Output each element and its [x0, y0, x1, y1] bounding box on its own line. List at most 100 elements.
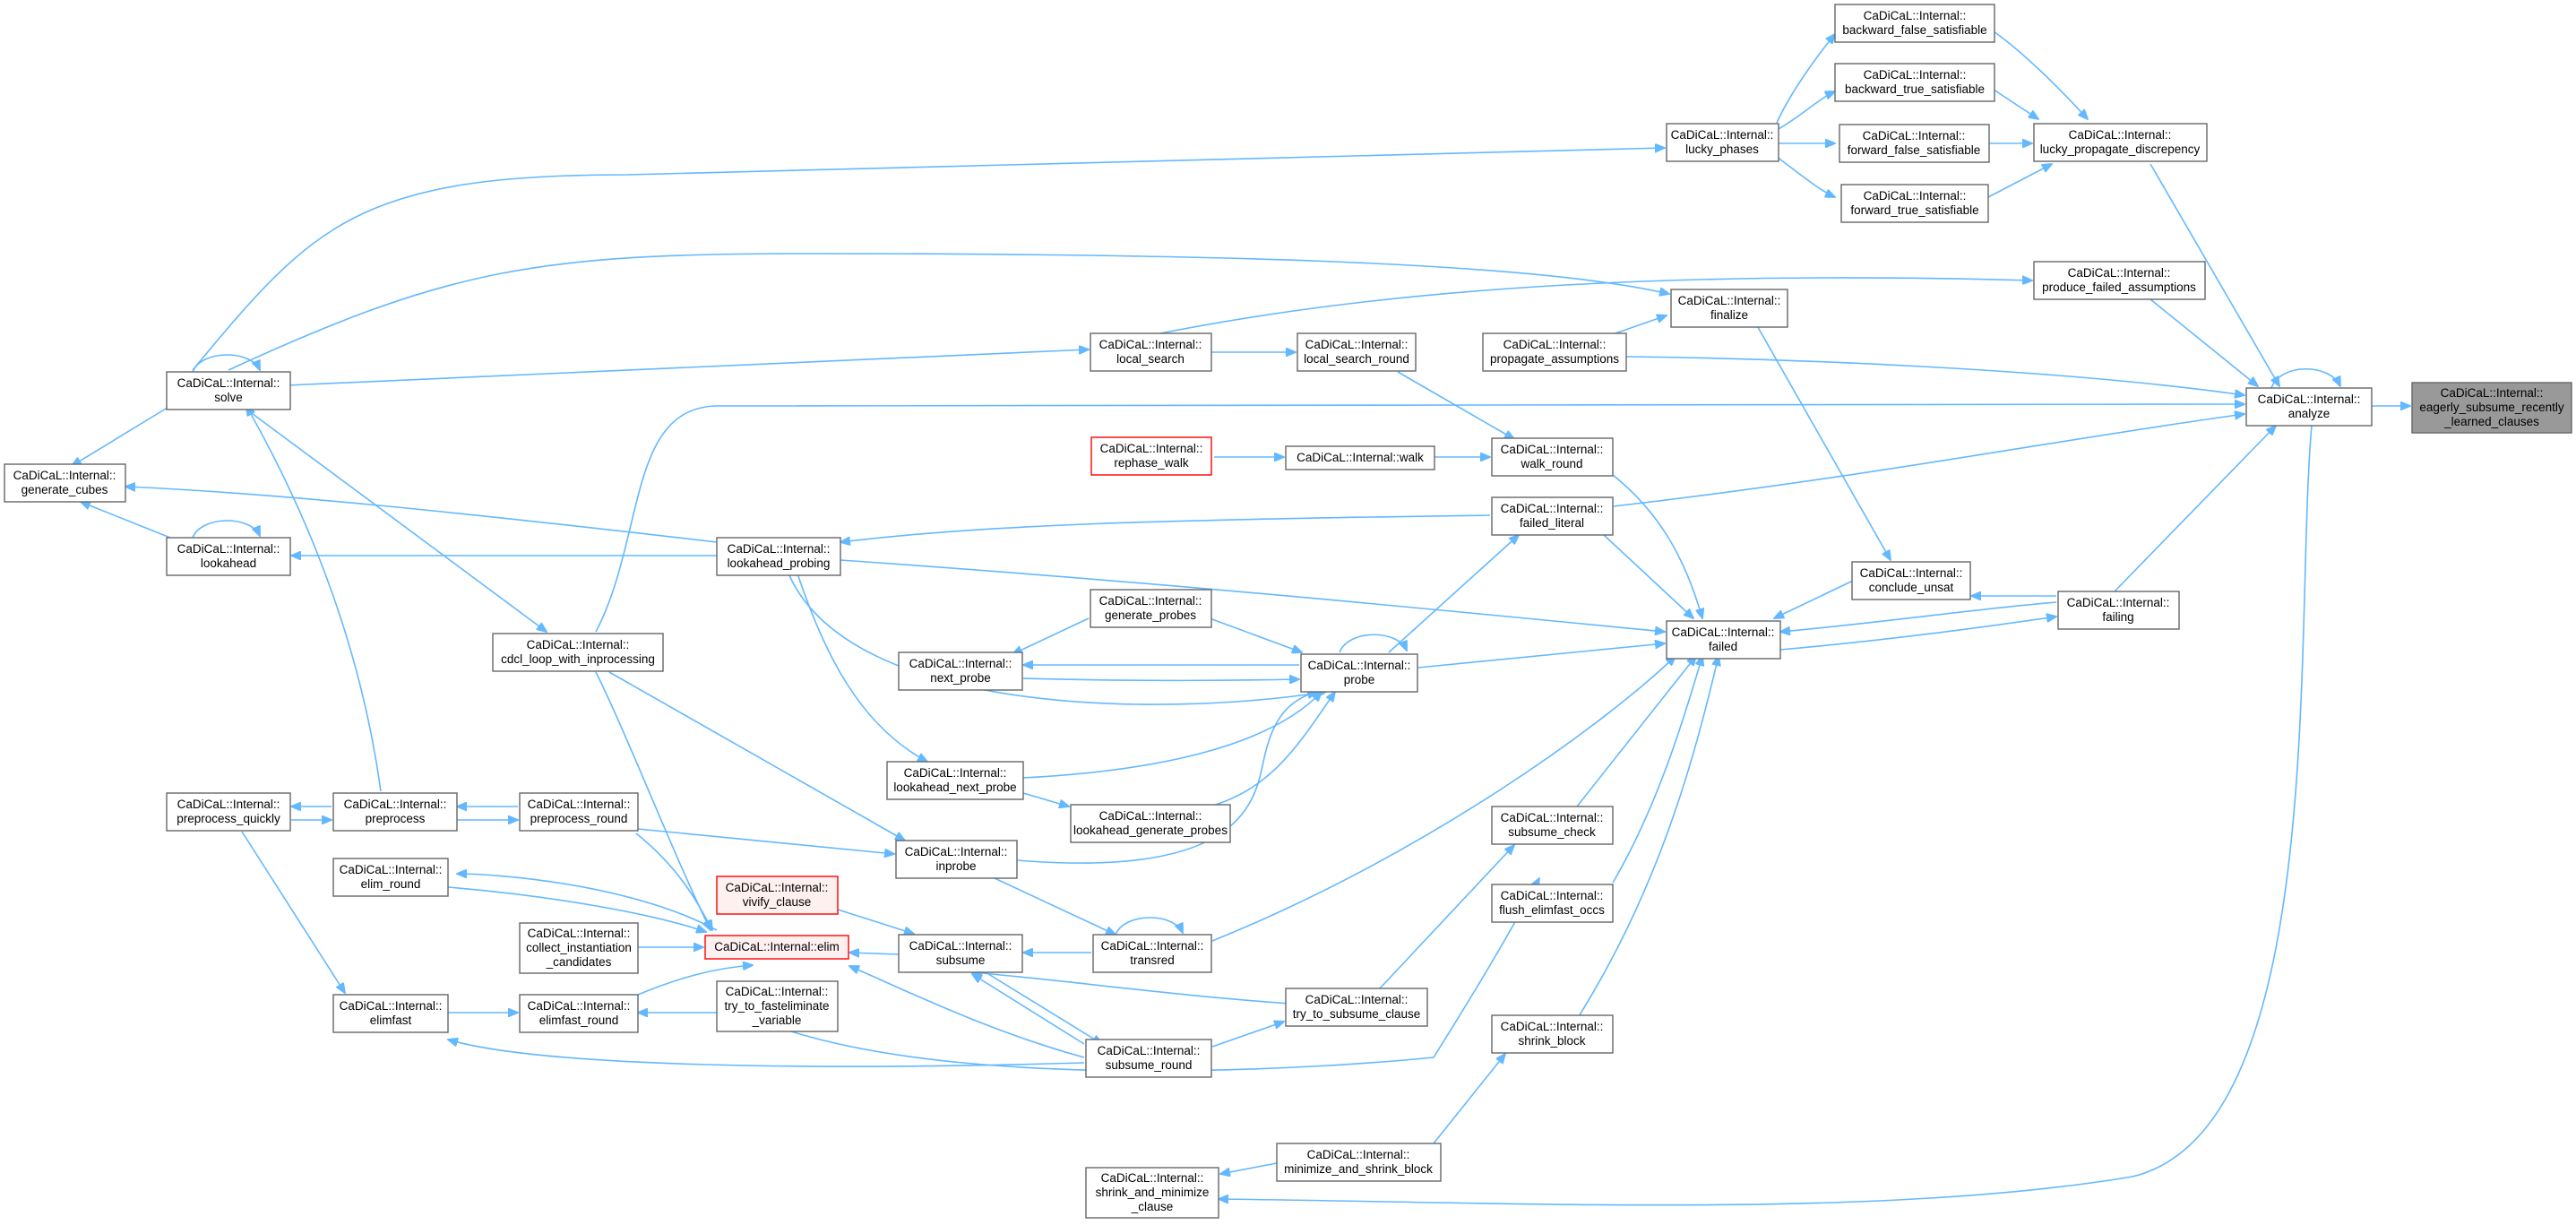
node-collect-instantiation[interactable]: CaDiCaL::Internal::collect_instantiation…	[519, 922, 639, 974]
edge	[788, 573, 1326, 705]
node-try-to-subsume-clause[interactable]: CaDiCaL::Internal::try_to_subsume_clause	[1285, 988, 1428, 1027]
node-subsume-check[interactable]: CaDiCaL::Internal::subsume_check	[1491, 806, 1614, 845]
svg-text:CaDiCaL::Internal::generate_cu: CaDiCaL::Internal::generate_cubes	[13, 469, 116, 496]
node-elim[interactable]: CaDiCaL::Internal::elim	[704, 935, 849, 960]
svg-text:CaDiCaL::Internal::flush_elimf: CaDiCaL::Internal::flush_elimfast_occs	[1499, 889, 1605, 917]
edge	[595, 671, 711, 930]
svg-text:CaDiCaL::Internal::subsume: CaDiCaL::Internal::subsume	[909, 939, 1012, 967]
svg-text:CaDiCaL::Internal::cdcl_loop_w: CaDiCaL::Internal::cdcl_loop_with_inproc…	[501, 638, 655, 666]
svg-text:CaDiCaL::Internal::elimfast_ro: CaDiCaL::Internal::elimfast_round	[528, 999, 631, 1027]
node-try-to-fasteliminate[interactable]: CaDiCaL::Internal::try_to_fasteliminate_…	[716, 980, 839, 1032]
edges	[72, 30, 2410, 1206]
node-subsume[interactable]: CaDiCaL::Internal::subsume	[898, 934, 1023, 973]
svg-text:CaDiCaL::Internal::try_to_subs: CaDiCaL::Internal::try_to_subsume_clause	[1293, 993, 1421, 1021]
node-produce-failed-assumptions[interactable]: CaDiCaL::Internal::produce_failed_assump…	[2033, 261, 2206, 300]
edge	[1388, 535, 1519, 653]
svg-text:CaDiCaL::Internal::backward_tr: CaDiCaL::Internal::backward_true_satisfi…	[1845, 68, 1985, 96]
node-generate-probes[interactable]: CaDiCaL::Internal::generate_probes	[1090, 589, 1212, 628]
edge	[246, 406, 382, 792]
edge	[1751, 315, 1891, 560]
edge	[192, 148, 1665, 371]
svg-text:CaDiCaL::Internal::failed_lite: CaDiCaL::Internal::failed_literal	[1501, 502, 1604, 530]
edge	[840, 514, 1491, 542]
node-inprobe[interactable]: CaDiCaL::Internal::inprobe	[895, 840, 1018, 879]
node-generate-cubes[interactable]: CaDiCaL::Internal::generate_cubes	[4, 463, 126, 503]
node-elim-round[interactable]: CaDiCaL::Internal::elim_round	[332, 858, 449, 897]
node-forward-true[interactable]: CaDiCaL::Internal::forward_true_satisfia…	[1840, 184, 1989, 223]
edge	[457, 874, 718, 931]
svg-text:CaDiCaL::Internal::eagerly_sub: CaDiCaL::Internal::eagerly_subsume_recen…	[2419, 386, 2564, 428]
node-eagerly-subsume[interactable]: CaDiCaL::Internal::eagerly_subsume_recen…	[2411, 382, 2572, 434]
edge	[840, 559, 1665, 632]
node-failed[interactable]: CaDiCaL::Internal::failed	[1666, 620, 1781, 660]
edge	[637, 828, 894, 854]
edge	[1774, 580, 1854, 618]
node-lookahead-next-probe[interactable]: CaDiCaL::Internal::lookahead_next_probe	[886, 761, 1024, 800]
node-walk[interactable]: CaDiCaL::Internal::walk	[1285, 445, 1435, 470]
edge	[985, 971, 1102, 1044]
node-lookahead-generate-probes[interactable]: CaDiCaL::Internal::lookahead_generate_pr…	[1070, 804, 1231, 843]
edge	[1022, 792, 1069, 807]
edge	[1576, 656, 1696, 807]
node-subsume-round[interactable]: CaDiCaL::Internal::subsume_round	[1085, 1039, 1212, 1078]
svg-text:CaDiCaL::Internal::next_probe: CaDiCaL::Internal::next_probe	[909, 657, 1012, 685]
edge	[1379, 845, 1514, 989]
node-local-search-round[interactable]: CaDiCaL::Internal::local_search_round	[1297, 332, 1417, 372]
node-preprocess-round[interactable]: CaDiCaL::Internal::preprocess_round	[519, 792, 639, 832]
node-finalize[interactable]: CaDiCaL::Internal::finalize	[1670, 289, 1788, 328]
edge	[1022, 692, 1322, 779]
node-walk-round[interactable]: CaDiCaL::Internal::walk_round	[1491, 437, 1614, 477]
node-propagate-assumptions[interactable]: CaDiCaL::Internal::propagate_assumptions	[1482, 332, 1627, 372]
node-elimfast[interactable]: CaDiCaL::Internal::elimfast	[332, 994, 449, 1033]
node-conclude-unsat[interactable]: CaDiCaL::Internal::conclude_unsat	[1851, 561, 1971, 600]
node-rephase-walk[interactable]: CaDiCaL::Internal::rephase_walk	[1090, 436, 1212, 476]
edge	[228, 253, 1669, 371]
node-probe[interactable]: CaDiCaL::Internal::probe	[1300, 653, 1418, 693]
node-transred[interactable]: CaDiCaL::Internal::transred	[1092, 934, 1212, 973]
node-backward-false[interactable]: CaDiCaL::Internal::backward_false_satisf…	[1834, 4, 1995, 43]
node-lucky-propagate[interactable]: CaDiCaL::Internal::lucky_propagate_discr…	[2033, 123, 2208, 162]
node-analyze[interactable]: CaDiCaL::Internal::analyze	[2245, 387, 2373, 427]
svg-text:CaDiCaL::Internal::forward_tru: CaDiCaL::Internal::forward_true_satisfia…	[1850, 189, 1978, 217]
node-forward-false[interactable]: CaDiCaL::Internal::forward_false_satisfi…	[1839, 124, 1990, 163]
edge	[595, 404, 2244, 633]
node-flush-elimfast-occs[interactable]: CaDiCaL::Internal::flush_elimfast_occs	[1491, 884, 1614, 923]
node-failing[interactable]: CaDiCaL::Internal::failing	[2057, 591, 2180, 630]
svg-text:CaDiCaL::Internal::walk: CaDiCaL::Internal::walk	[1297, 451, 1424, 464]
svg-text:CaDiCaL::Internal::lookahead_g: CaDiCaL::Internal::lookahead_generate_pr…	[1073, 809, 1228, 837]
edge	[849, 953, 900, 954]
node-next-probe[interactable]: CaDiCaL::Internal::next_probe	[898, 651, 1023, 691]
node-preprocess[interactable]: CaDiCaL::Internal::preprocess	[332, 792, 458, 832]
edge	[1780, 601, 2057, 632]
edge	[1012, 617, 1090, 654]
node-shrink-block[interactable]: CaDiCaL::Internal::shrink_block	[1491, 1014, 1614, 1054]
svg-text:CaDiCaL::Internal::failed: CaDiCaL::Internal::failed	[1672, 625, 1775, 653]
edge	[1987, 164, 2052, 198]
node-lookahead-probing[interactable]: CaDiCaL::Internal::lookahead_probing	[716, 537, 841, 576]
node-local-search[interactable]: CaDiCaL::Internal::local_search	[1090, 332, 1212, 372]
node-shrink-and-minimize-clause[interactable]: CaDiCaL::Internal::shrink_and_minimize_c…	[1085, 1167, 1219, 1219]
edge	[1146, 278, 2032, 337]
edge	[241, 405, 547, 632]
node-backward-true[interactable]: CaDiCaL::Internal::backward_true_satisfi…	[1834, 63, 1995, 102]
svg-text:CaDiCaL::Internal::walk_round: CaDiCaL::Internal::walk_round	[1501, 443, 1604, 470]
node-elimfast-round[interactable]: CaDiCaL::Internal::elimfast_round	[519, 994, 639, 1033]
node-failed-literal[interactable]: CaDiCaL::Internal::failed_literal	[1491, 496, 1614, 536]
svg-text:CaDiCaL::Internal::produce_fai: CaDiCaL::Internal::produce_failed_assump…	[2042, 266, 2196, 294]
edge	[1779, 617, 2056, 651]
edge	[447, 886, 706, 932]
svg-text:CaDiCaL::Internal::lookahead: CaDiCaL::Internal::lookahead	[177, 542, 280, 570]
node-lookahead[interactable]: CaDiCaL::Internal::lookahead	[166, 537, 291, 576]
svg-text:CaDiCaL::Internal::rephase_wal: CaDiCaL::Internal::rephase_walk	[1100, 442, 1203, 470]
node-minimize-and-shrink-block[interactable]: CaDiCaL::Internal::minimize_and_shrink_b…	[1276, 1143, 1442, 1182]
svg-text:CaDiCaL::Internal::elimfast: CaDiCaL::Internal::elimfast	[340, 999, 443, 1027]
svg-text:CaDiCaL::Internal::solve: CaDiCaL::Internal::solve	[177, 376, 280, 404]
node-lucky-phases[interactable]: CaDiCaL::Internal::lucky_phases	[1666, 123, 1779, 162]
node-cdcl-loop[interactable]: CaDiCaL::Internal::cdcl_loop_with_inproc…	[492, 633, 664, 672]
edge	[1567, 656, 1719, 1034]
node-solve[interactable]: CaDiCaL::Internal::solve	[166, 371, 291, 410]
svg-text:CaDiCaL::Internal::propagate_a: CaDiCaL::Internal::propagate_assumptions	[1490, 338, 1619, 366]
node-vivify-clause[interactable]: CaDiCaL::Internal::vivify_clause	[716, 876, 839, 915]
node-preprocess-quickly[interactable]: CaDiCaL::Internal::preprocess_quickly	[166, 792, 291, 832]
edge	[1624, 356, 2244, 395]
